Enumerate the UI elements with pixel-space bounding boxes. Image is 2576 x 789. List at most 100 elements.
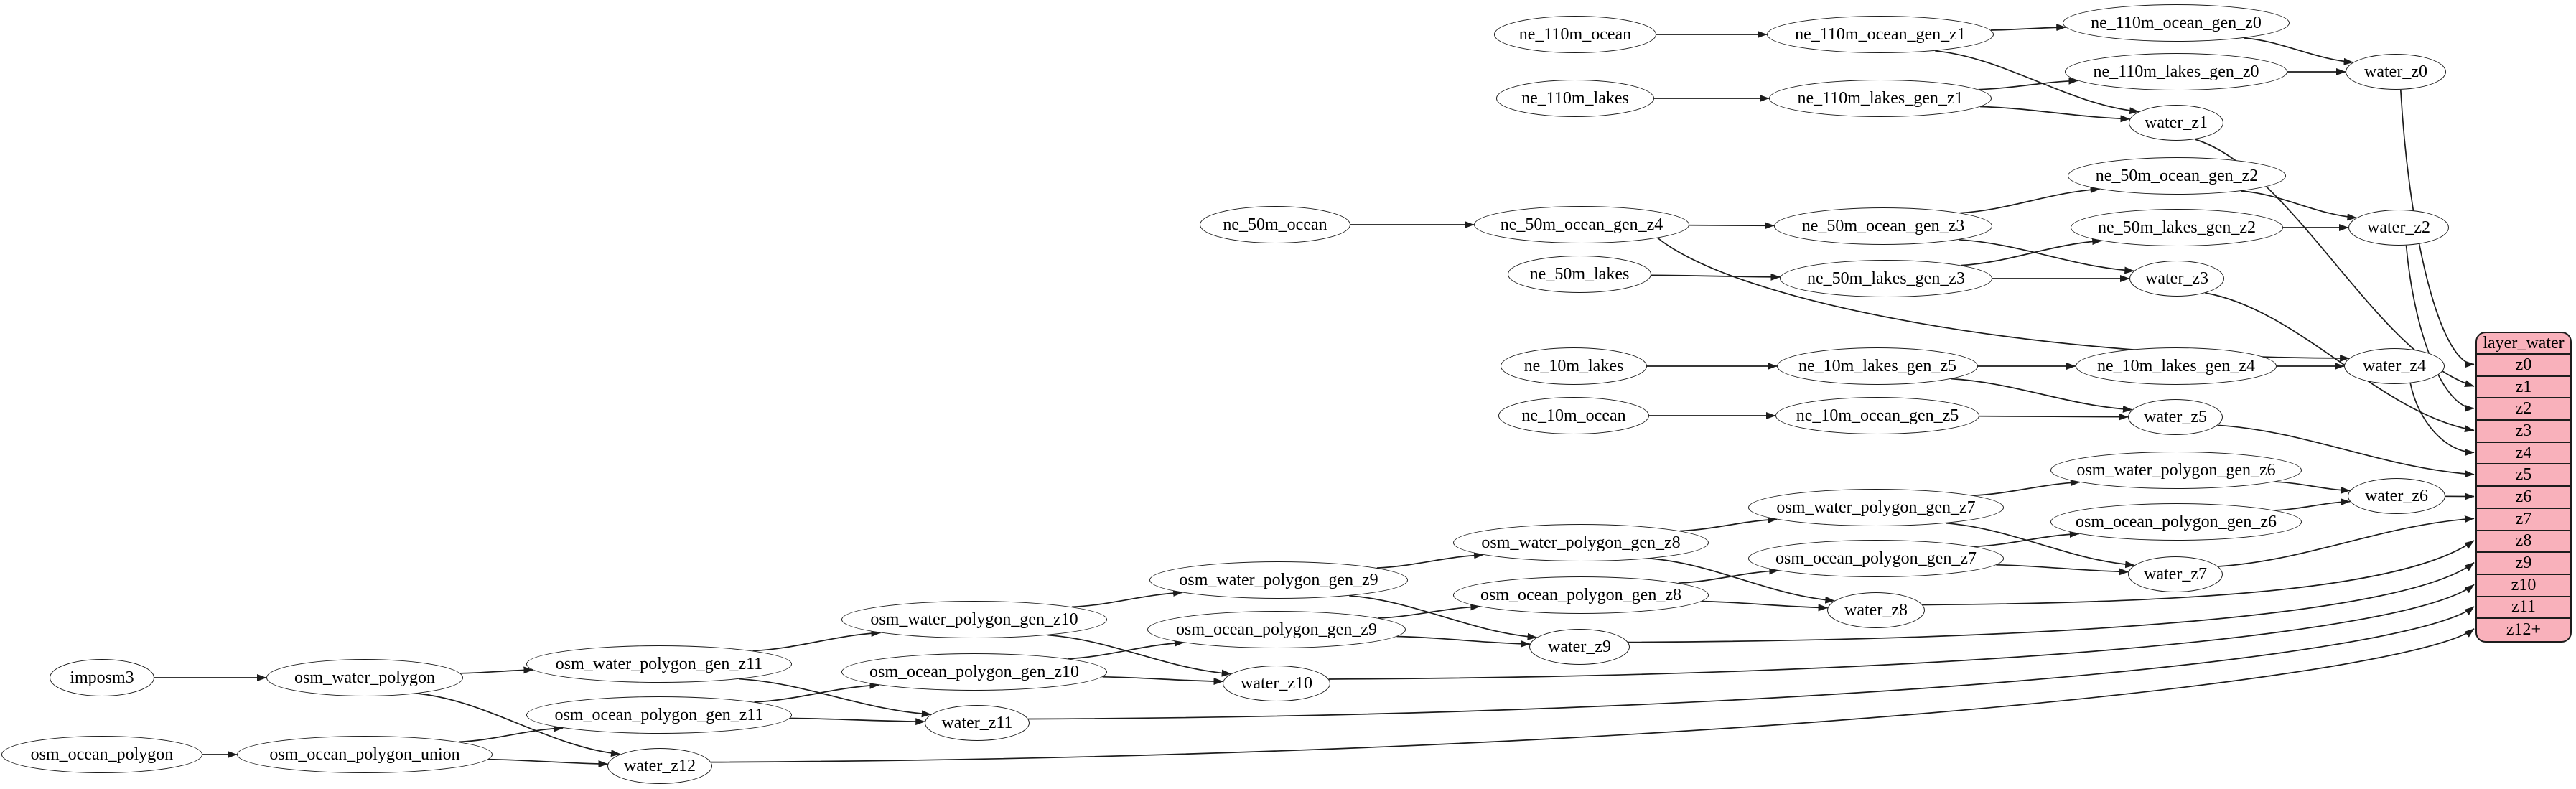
node-osm_ocean_polygon_gen_z9: osm_ocean_polygon_gen_z9 — [1147, 611, 1406, 648]
layer-water-row-z8: z8 — [2477, 531, 2570, 554]
edge-osm_ocean_polygon_gen_z7-to-water_z7 — [1996, 564, 2129, 576]
node-imposm3: imposm3 — [50, 659, 154, 696]
edge-osm_water_polygon_gen_z9-to-osm_water_polygon_gen_z8 — [1376, 551, 1484, 569]
edge-osm_water_polygon_gen_z8-to-osm_water_polygon_gen_z7 — [1679, 515, 1778, 532]
edge-ne_50m_ocean_gen_z3-to-ne_50m_ocean_gen_z2 — [1960, 186, 2101, 214]
node-ne_110m_ocean_gen_z1: ne_110m_ocean_gen_z1 — [1767, 16, 1994, 53]
layer-water-row-z6: z6 — [2477, 487, 2570, 509]
node-water_z7: water_z7 — [2128, 556, 2223, 592]
node-osm_ocean_polygon_gen_z6: osm_ocean_polygon_gen_z6 — [2050, 503, 2302, 541]
node-ne_50m_ocean_gen_z2: ne_50m_ocean_gen_z2 — [2068, 157, 2286, 195]
node-osm_water_polygon_gen_z8: osm_water_polygon_gen_z8 — [1453, 524, 1709, 561]
node-ne_110m_ocean_gen_z0: ne_110m_ocean_gen_z0 — [2063, 4, 2290, 42]
edge-osm_water_polygon_gen_z7-to-water_z7 — [1946, 522, 2135, 569]
edge-osm_water_polygon_gen_z8-to-water_z8 — [1649, 558, 1835, 604]
edge-osm_water_polygon_gen_z9-to-water_z9 — [1349, 594, 1537, 640]
node-osm_water_polygon_gen_z7: osm_water_polygon_gen_z7 — [1748, 489, 2004, 526]
edge-ne_50m_ocean_gen_z2-to-water_z2 — [2241, 190, 2357, 221]
node-ne_110m_lakes_gen_z1: ne_110m_lakes_gen_z1 — [1769, 80, 1992, 117]
node-water_z2: water_z2 — [2348, 210, 2449, 246]
edge-ne_50m_ocean_gen_z3-to-water_z3 — [1959, 238, 2134, 274]
node-water_z12: water_z12 — [607, 748, 712, 784]
edge-ne_10m_lakes_gen_z5-to-water_z5 — [1951, 378, 2133, 413]
node-ne_10m_ocean_gen_z5: ne_10m_ocean_gen_z5 — [1775, 397, 1979, 434]
edge-osm_water_polygon_gen_z11-to-water_z11 — [739, 678, 932, 718]
node-water_z6: water_z6 — [2348, 478, 2445, 514]
edge-water_z8-to-layer_water-z8 — [1922, 540, 2475, 606]
edge-water_z3-to-layer_water-z3 — [2205, 292, 2475, 433]
node-ne_110m_lakes_gen_z0: ne_110m_lakes_gen_z0 — [2065, 53, 2287, 90]
node-ne_50m_lakes_gen_z2: ne_50m_lakes_gen_z2 — [2071, 209, 2283, 246]
edge-ne_110m_lakes_gen_z1-to-ne_110m_lakes_gen_z0 — [1978, 77, 2078, 90]
edge-water_z12-to-layer_water-z12+ — [711, 628, 2475, 763]
layer-water-row-z1: z1 — [2477, 377, 2570, 399]
node-water_z9: water_z9 — [1529, 629, 1630, 665]
node-osm_ocean_polygon_union: osm_ocean_polygon_union — [237, 736, 493, 773]
edge-osm_water_polygon_gen_z7-to-osm_water_polygon_gen_z6 — [1973, 479, 2081, 496]
node-water_z4: water_z4 — [2344, 348, 2445, 384]
node-water_z0: water_z0 — [2346, 54, 2446, 90]
edge-osm_water_polygon_gen_z10-to-water_z10 — [1047, 634, 1232, 677]
node-ne_50m_lakes_gen_z3: ne_50m_lakes_gen_z3 — [1780, 260, 1992, 297]
edge-ne_110m_ocean_gen_z1-to-ne_110m_ocean_gen_z0 — [1990, 24, 2066, 32]
node-water_z1: water_z1 — [2129, 105, 2223, 141]
node-water_z3: water_z3 — [2129, 261, 2224, 297]
layer-water-row-z10: z10 — [2477, 575, 2570, 597]
edge-ne_50m_ocean_gen_z4-to-ne_50m_ocean_gen_z3 — [1689, 222, 1775, 230]
edge-ne_110m_lakes_gen_z1-to-water_z1 — [1980, 106, 2130, 123]
edge-osm_water_polygon_gen_z6-to-water_z6 — [2274, 481, 2351, 494]
layer-water-row-z3: z3 — [2477, 421, 2570, 443]
layer-water-row-z9: z9 — [2477, 553, 2570, 575]
edge-osm_ocean_polygon_gen_z11-to-water_z11 — [790, 717, 925, 726]
node-water_z11: water_z11 — [925, 705, 1030, 741]
edge-ne_110m_ocean_gen_z0-to-water_z0 — [2243, 37, 2354, 65]
node-osm_ocean_polygon_gen_z10: osm_ocean_polygon_gen_z10 — [841, 653, 1107, 691]
layer-water-row-z11: z11 — [2477, 597, 2570, 620]
edge-ne_10m_ocean_gen_z5-to-water_z5 — [1979, 413, 2129, 421]
edge-osm_ocean_polygon_gen_z10-to-water_z10 — [1102, 676, 1223, 686]
edge-osm_ocean_polygon_gen_z9-to-osm_ocean_polygon_gen_z8 — [1378, 603, 1480, 619]
edge-osm_ocean_polygon_gen_z9-to-water_z9 — [1396, 635, 1531, 648]
edge-water_z7-to-layer_water-z7 — [2218, 515, 2475, 567]
node-ne_50m_ocean: ne_50m_ocean — [1200, 206, 1350, 243]
node-water_z10: water_z10 — [1223, 666, 1330, 701]
node-ne_110m_ocean: ne_110m_ocean — [1494, 16, 1656, 53]
node-osm_ocean_polygon_gen_z11: osm_ocean_polygon_gen_z11 — [526, 696, 792, 734]
node-ne_50m_ocean_gen_z3: ne_50m_ocean_gen_z3 — [1774, 207, 1992, 245]
edge-osm_water_polygon-to-water_z12 — [417, 693, 621, 757]
edge-osm_water_polygon-to-osm_water_polygon_gen_z11 — [460, 666, 533, 674]
edge-osm_ocean_polygon_gen_z8-to-osm_ocean_polygon_gen_z7 — [1678, 567, 1779, 584]
edge-water_z10-to-layer_water-z10 — [1328, 584, 2475, 680]
edge-water_z5-to-layer_water-z5 — [2217, 424, 2475, 478]
layer-water-row-z0: z0 — [2477, 355, 2570, 377]
edge-osm_ocean_polygon_gen_z8-to-water_z8 — [1701, 600, 1829, 612]
edge-ne_50m_lakes-to-ne_50m_lakes_gen_z3 — [1651, 273, 1781, 281]
node-osm_water_polygon_gen_z11: osm_water_polygon_gen_z11 — [526, 645, 792, 683]
node-ne_50m_ocean_gen_z4: ne_50m_ocean_gen_z4 — [1474, 206, 1689, 243]
layer-water-row-z7: z7 — [2477, 509, 2570, 531]
node-water_z5: water_z5 — [2128, 399, 2223, 435]
layer-water-table-header: layer_water — [2477, 333, 2570, 355]
edge-ne_110m_ocean_gen_z1-to-water_z1 — [1935, 50, 2139, 115]
node-water_z8: water_z8 — [1827, 592, 1925, 628]
node-osm_water_polygon: osm_water_polygon — [266, 659, 463, 696]
node-osm_ocean_polygon_gen_z8: osm_ocean_polygon_gen_z8 — [1453, 576, 1709, 614]
edge-water_z11-to-layer_water-z11 — [1028, 606, 2475, 720]
edge-water_z2-to-layer_water-z2 — [2405, 245, 2475, 412]
node-osm_water_polygon_gen_z6: osm_water_polygon_gen_z6 — [2050, 452, 2302, 489]
edge-osm_ocean_polygon_union-to-osm_ocean_polygon_gen_z11 — [459, 724, 564, 743]
node-osm_ocean_polygon: osm_ocean_polygon — [1, 736, 202, 773]
layer-water-row-z5: z5 — [2477, 464, 2570, 487]
node-ne_10m_ocean: ne_10m_ocean — [1498, 397, 1649, 434]
layer-water-row-z12+: z12+ — [2506, 620, 2542, 640]
node-osm_water_polygon_gen_z10: osm_water_polygon_gen_z10 — [841, 601, 1107, 638]
node-ne_50m_lakes: ne_50m_lakes — [1508, 256, 1651, 293]
node-osm_ocean_polygon_gen_z7: osm_ocean_polygon_gen_z7 — [1748, 540, 2004, 577]
node-ne_10m_lakes: ne_10m_lakes — [1501, 347, 1647, 385]
edge-water_z4-to-layer_water-z4 — [2409, 383, 2475, 457]
edge-osm_ocean_polygon_gen_z7-to-osm_ocean_polygon_gen_z6 — [1974, 531, 2080, 548]
node-ne_10m_lakes_gen_z4: ne_10m_lakes_gen_z4 — [2076, 347, 2277, 385]
edge-osm_water_polygon_gen_z10-to-osm_water_polygon_gen_z9 — [1071, 589, 1183, 608]
layer-water-row-z2: z2 — [2477, 398, 2570, 421]
